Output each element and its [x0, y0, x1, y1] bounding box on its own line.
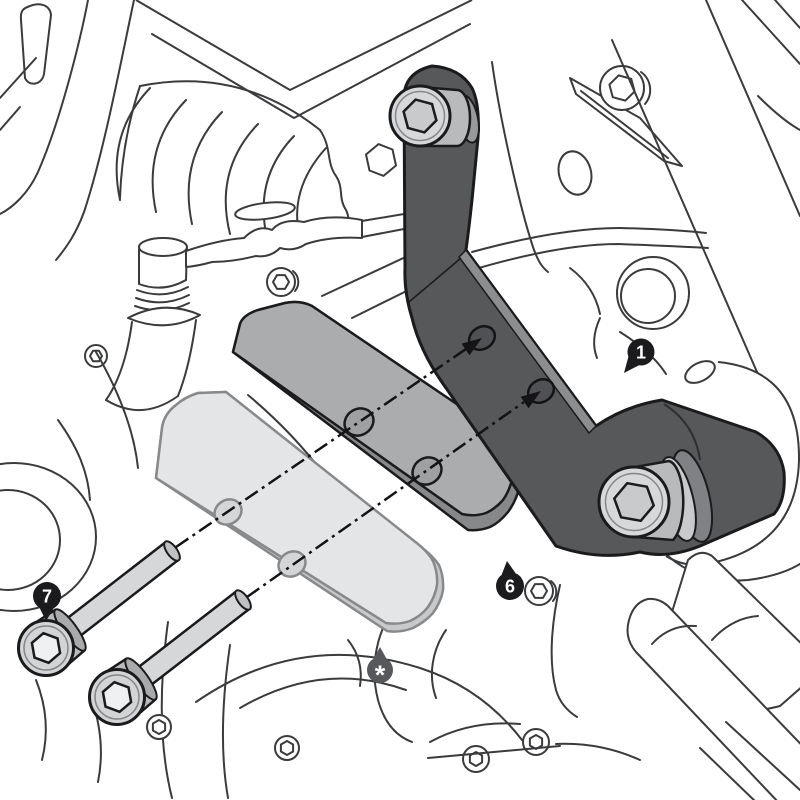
bracket-top-bolt: [388, 84, 480, 148]
socket-bolt: [88, 589, 252, 726]
clevis-top: [138, 237, 188, 257]
bracket-body: [402, 64, 786, 557]
case-bolt-icon: [524, 576, 554, 606]
hex-socket-icon: [402, 98, 438, 134]
callout-bubble: [367, 657, 393, 683]
callout-7: 7: [33, 582, 61, 621]
backing-plate-face: [154, 390, 439, 625]
hex-bolt-icon: [365, 143, 397, 177]
arrow-icon: [520, 391, 541, 409]
hex-socket-icon: [612, 481, 656, 523]
small-bolt-icon: [84, 344, 108, 368]
case-bolt-icon: [462, 745, 490, 773]
hex-socket-icon: [30, 631, 62, 665]
callout-6: 6: [496, 561, 524, 600]
assembly-arrows: [461, 338, 541, 409]
linkage-bolt-icon: [266, 267, 296, 297]
bracket-bottom-bolt: [597, 449, 714, 543]
callout-bubble: [627, 338, 655, 366]
socket-bolts-part: [17, 540, 252, 726]
case-bolt-icon: [274, 735, 300, 761]
center-line: [175, 347, 467, 549]
callout-star-label: *: [375, 660, 386, 690]
callout-tail: [39, 607, 54, 621]
arrow-icon: [461, 338, 482, 356]
center-line: [246, 400, 525, 599]
socket-bolt: [17, 540, 181, 677]
hex-socket-icon: [101, 680, 133, 714]
callout-6-label: 6: [505, 577, 515, 597]
callout-1-label: 1: [636, 343, 646, 363]
callout-tail: [501, 561, 516, 575]
mounting-bracket-part: [388, 64, 786, 557]
callout-1: 1: [624, 338, 655, 373]
callout-star: *: [367, 647, 393, 690]
case-bolt-icon: [522, 728, 550, 756]
callout-bubble: [496, 572, 524, 600]
callout-tail: [624, 356, 639, 373]
assembly-center-lines: [175, 347, 525, 599]
backing-plate-part: [154, 390, 445, 633]
frame-bolt-icon: [599, 65, 645, 111]
callout-tail: [373, 647, 387, 659]
callout-bubble: [33, 582, 61, 610]
case-bolt-icon: [146, 714, 172, 740]
engine-boss: [616, 256, 690, 330]
bracket-bevel: [458, 248, 597, 435]
callouts: 1 6 7 *: [33, 338, 655, 690]
callout-7-label: 7: [42, 587, 52, 607]
